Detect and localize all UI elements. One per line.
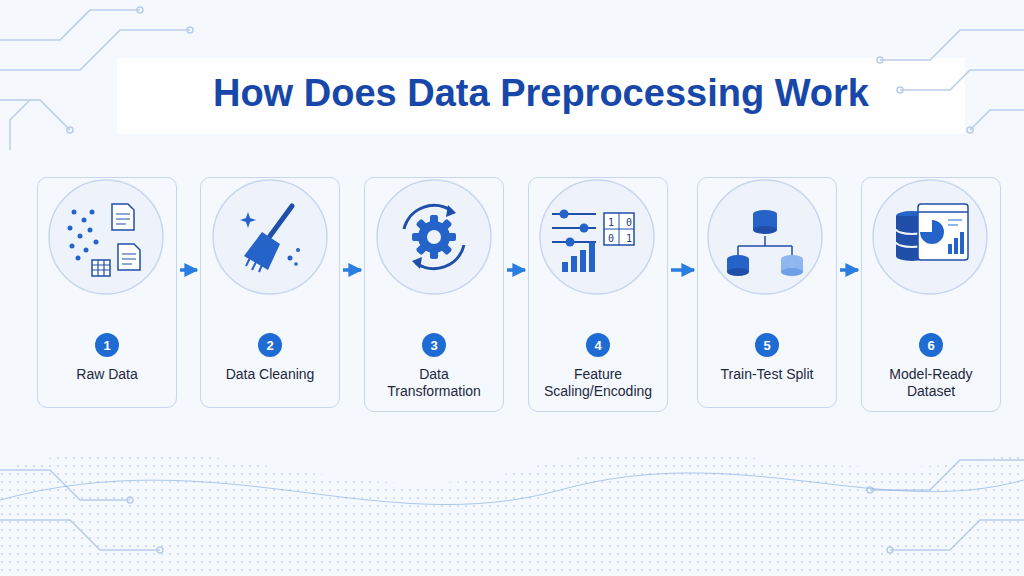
- flow-arrow: [840, 268, 858, 272]
- diagram-title: How Does Data Preprocessing Work: [117, 72, 965, 115]
- callout-number: 6: [927, 338, 934, 353]
- callout-number: 1: [103, 338, 110, 353]
- gear-icon: [404, 205, 464, 269]
- process-box: Raw Data 1: [37, 177, 177, 408]
- flow-arrow: [671, 268, 694, 272]
- split-icon: [727, 210, 803, 276]
- process-box: Train-Test Split 5: [697, 177, 837, 408]
- binary-digits: 0 1: [608, 233, 635, 245]
- step-number-circle: 5: [755, 333, 779, 357]
- process-box: Data Transformation 3: [364, 177, 504, 412]
- step-number-circle: 1: [95, 333, 119, 357]
- raw-data-icon: [68, 204, 141, 276]
- process-box: Model-Ready Dataset 6: [861, 177, 1001, 412]
- step-label: Data Cleaning: [207, 366, 333, 383]
- step-label: Model-Ready Dataset: [868, 366, 994, 400]
- step-number-circle: 4: [586, 333, 610, 357]
- callout-number: 2: [266, 338, 273, 353]
- step-label: Raw Data: [44, 366, 170, 383]
- broom-icon: [240, 206, 300, 272]
- step-number-circle: 6: [919, 333, 943, 357]
- callout-number: 4: [594, 338, 601, 353]
- binary-digits: 1 0: [608, 217, 635, 229]
- callout-number: 5: [763, 338, 770, 353]
- callout-number: 3: [430, 338, 437, 353]
- process-box: Feature Scaling/Encoding 4: [528, 177, 668, 412]
- flow-arrow: [343, 268, 361, 272]
- dataset-icon: [896, 204, 968, 261]
- step-label: Data Transformation: [371, 366, 497, 400]
- icon-circle: [49, 180, 987, 294]
- process-box: Data Cleaning 2: [200, 177, 340, 408]
- step-number-circle: 2: [258, 333, 282, 357]
- title-band: [117, 58, 965, 134]
- flow-arrow: [180, 268, 197, 272]
- flow-arrow: [507, 268, 525, 272]
- dot-wave: [0, 450, 1024, 576]
- step-label: Train-Test Split: [704, 366, 830, 383]
- step-label: Feature Scaling/Encoding: [535, 366, 661, 400]
- step-number-circle: 3: [422, 333, 446, 357]
